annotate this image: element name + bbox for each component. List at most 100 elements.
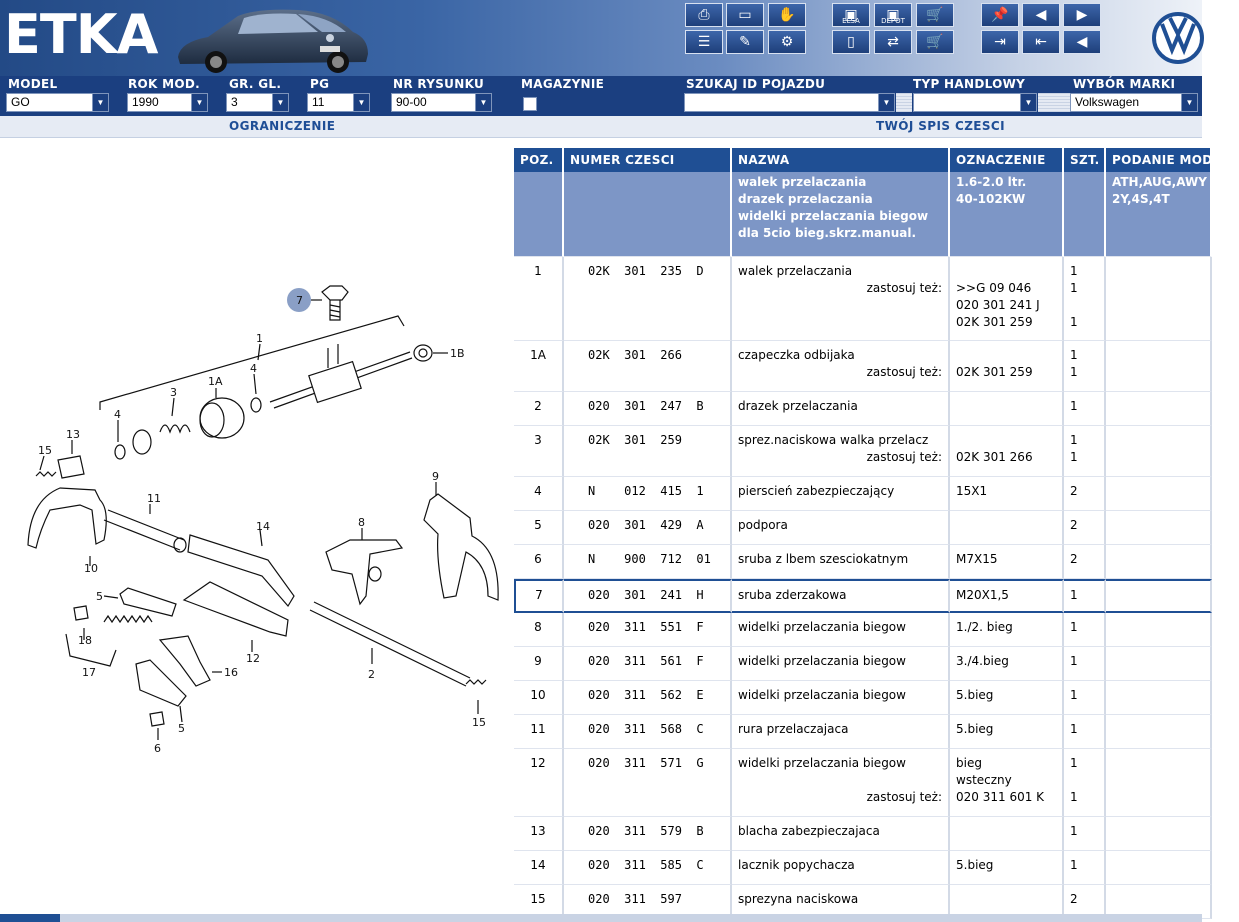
marka-select[interactable]: Volkswagen ▼: [1070, 93, 1198, 112]
cell-part-number[interactable]: 020 311 568 C: [564, 715, 732, 749]
szukaj-id-select[interactable]: ▼: [684, 93, 895, 112]
printer-button[interactable]: ⎙: [685, 3, 723, 27]
last-button[interactable]: ⇥: [981, 30, 1019, 54]
cell-part-number[interactable]: 020 301 241 H: [564, 579, 732, 613]
cell-part-number[interactable]: 020 311 585 C: [564, 851, 732, 885]
screen-button[interactable]: ▭: [726, 3, 764, 27]
callout-label-6[interactable]: 6: [154, 742, 161, 755]
car-service-button[interactable]: ⚙: [768, 30, 806, 54]
col-header-podanie[interactable]: PODANIE MODELU: [1106, 148, 1238, 172]
car-transfer-button[interactable]: ⇄: [874, 30, 912, 54]
elsa-button[interactable]: ▣ELSA: [832, 3, 870, 27]
cell-part-number[interactable]: 020 311 579 B: [564, 817, 732, 851]
cell-part-number[interactable]: 020 311 562 E: [564, 681, 732, 715]
cell-part-number[interactable]: 020 301 247 B: [564, 392, 732, 426]
chevron-down-icon[interactable]: ▼: [878, 94, 894, 111]
next-page-button[interactable]: ▶: [1063, 3, 1101, 27]
callout-label-4[interactable]: 4: [114, 408, 121, 421]
cell-part-number[interactable]: 02K 301 266: [564, 341, 732, 392]
depot-button[interactable]: ▣DEPOT: [874, 3, 912, 27]
cell-part-number[interactable]: 020 311 561 F: [564, 647, 732, 681]
cell-part-number[interactable]: N 900 712 01: [564, 545, 732, 579]
pin-button[interactable]: 📌: [981, 3, 1019, 27]
exploded-parts-diagram[interactable]: 7 1 1B 1A 4 3 4 13 15 11 14 8 9 10 5 18 17 16 12 2 15 5 6: [0, 140, 512, 910]
vw-logo: [1152, 12, 1204, 64]
callout-label-12[interactable]: 12: [246, 652, 260, 665]
cell-part-number[interactable]: 02K 301 235 D: [564, 257, 732, 341]
cell-part-number[interactable]: 020 311 571 G: [564, 749, 732, 817]
nr-rysunku-select[interactable]: 90-00 ▼: [391, 93, 492, 112]
callout-label-10[interactable]: 10: [84, 562, 98, 575]
chevron-down-icon[interactable]: ▼: [1020, 94, 1036, 111]
chevron-down-icon[interactable]: ▼: [475, 94, 491, 111]
chevron-down-icon[interactable]: ▼: [272, 94, 288, 111]
cart-button[interactable]: 🛒: [916, 30, 954, 54]
callout-label-1A[interactable]: 1A: [208, 375, 223, 388]
cell-part-number[interactable]: 020 311 551 F: [564, 613, 732, 647]
monitor-button[interactable]: ▯: [832, 30, 870, 54]
col-header-szt[interactable]: SZT.: [1064, 148, 1106, 172]
chevron-down-icon[interactable]: ▼: [92, 94, 108, 111]
pg-select[interactable]: 11 ▼: [307, 93, 370, 112]
typ-handlowy-select[interactable]: ▼: [913, 93, 1037, 112]
gr-gl-select[interactable]: 3 ▼: [226, 93, 289, 112]
handshake-button[interactable]: ✋: [768, 3, 806, 27]
callout-label-11[interactable]: 11: [147, 492, 161, 505]
callout-label-17[interactable]: 17: [82, 666, 96, 679]
cell-part-number[interactable]: 020 301 429 A: [564, 511, 732, 545]
callout-label-4[interactable]: 4: [250, 362, 257, 375]
col-header-poz[interactable]: POZ.: [514, 148, 564, 172]
magazynie-checkbox[interactable]: [523, 97, 537, 111]
also-use-label: zastosuj też:: [866, 450, 942, 464]
cart-list-button[interactable]: 🛒: [916, 3, 954, 27]
chevron-down-icon[interactable]: ▼: [353, 94, 369, 111]
callout-label-3[interactable]: 3: [170, 386, 177, 399]
rok-mod-select[interactable]: 1990 ▼: [127, 93, 208, 112]
col-header-oznaczenie[interactable]: OZNACZENIE: [950, 148, 1064, 172]
chevron-down-icon[interactable]: ▼: [191, 94, 207, 111]
callout-label-1[interactable]: 1: [256, 332, 263, 345]
callout-label-2[interactable]: 2: [368, 668, 375, 681]
pencil-button[interactable]: ✎: [726, 30, 764, 54]
bottom-scrollbar[interactable]: [0, 914, 1202, 922]
prev-page-button[interactable]: ◀: [1022, 3, 1060, 27]
part-name: podpora: [738, 518, 788, 532]
col-header-numer[interactable]: NUMER CZESCI: [564, 148, 732, 172]
back-button[interactable]: ◀: [1063, 30, 1101, 54]
callout-label-13[interactable]: 13: [66, 428, 80, 441]
list-button[interactable]: ☰: [685, 30, 723, 54]
callout-label-14[interactable]: 14: [256, 520, 270, 533]
rok-mod-label: ROK MOD.: [128, 77, 200, 91]
chevron-down-icon[interactable]: ▼: [1181, 94, 1197, 111]
callout-label-7[interactable]: 7: [296, 294, 303, 307]
callout-label-1B[interactable]: 1B: [450, 347, 465, 360]
callout-label-15[interactable]: 15: [472, 716, 486, 729]
callout-label-16[interactable]: 16: [224, 666, 238, 679]
col-header-nazwa[interactable]: NAZWA: [732, 148, 950, 172]
cell-part-number[interactable]: N 012 415 1: [564, 477, 732, 511]
first-button[interactable]: ⇤: [1022, 30, 1060, 54]
callout-label-8[interactable]: 8: [358, 516, 365, 529]
callout-label-18[interactable]: 18: [78, 634, 92, 647]
model-select[interactable]: GO ▼: [6, 93, 109, 112]
callout-label-5[interactable]: 5: [96, 590, 103, 603]
cell-part-number[interactable]: 02K 301 259: [564, 426, 732, 477]
callout-label-9[interactable]: 9: [432, 470, 439, 483]
callout-label-15[interactable]: 15: [38, 444, 52, 457]
callout-label-5[interactable]: 5: [178, 722, 185, 735]
